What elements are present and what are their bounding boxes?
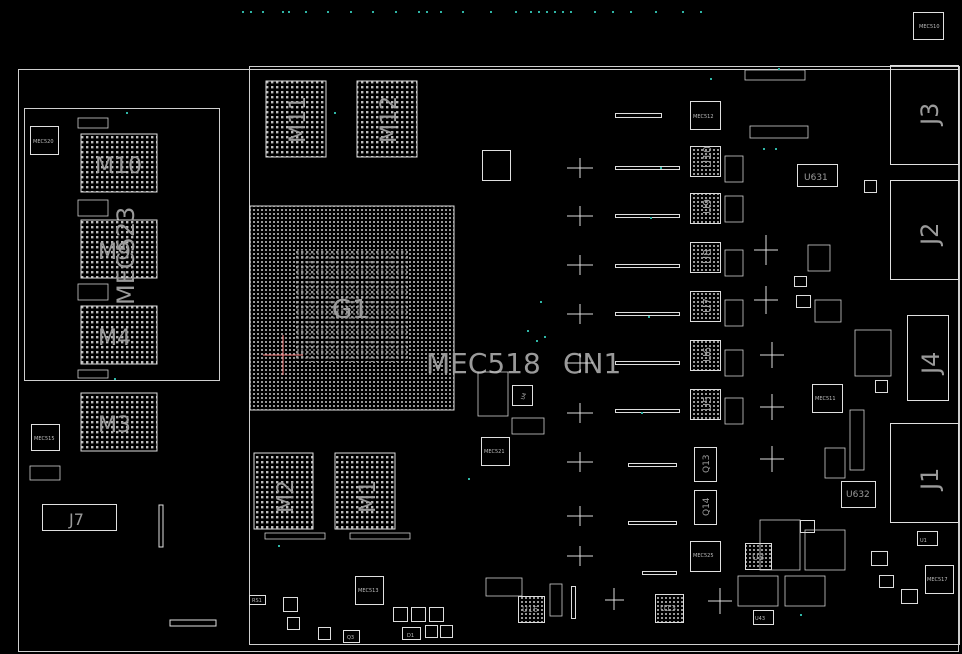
d1-label: D1 (407, 633, 414, 639)
connector-j4: J4 (907, 315, 949, 401)
connector-j1: J1 (890, 423, 959, 523)
m12-label: M12 (377, 96, 402, 143)
memory-module-m10: M10 (80, 133, 158, 193)
q13-label: Q13 (702, 454, 712, 473)
q14-part (694, 490, 717, 525)
j4-label: J4 (917, 352, 945, 376)
u1-chip (917, 531, 938, 546)
q13-part (694, 447, 717, 482)
decoupling-column (567, 158, 784, 614)
u43-label: U43 (755, 616, 765, 622)
q3-label: Q3 (347, 635, 354, 641)
passive-components (29, 69, 892, 617)
memory-module-m12: M12 (356, 80, 418, 158)
connector-j7 (42, 504, 117, 531)
u1-label: U1 (920, 538, 927, 544)
u16-label: U16 (522, 605, 538, 614)
q14-label: Q14 (702, 497, 712, 516)
u631-chip (797, 164, 838, 187)
m9-label: M9 (98, 240, 131, 265)
q3-part (343, 630, 360, 643)
m10-label: M10 (95, 154, 142, 179)
u4-chip (512, 385, 533, 406)
mec525-chip (690, 541, 721, 572)
top-via-row (242, 11, 702, 13)
mec525-label: MEC525 (693, 553, 714, 559)
u7-label: U7 (701, 298, 714, 313)
u6-label: U6 (701, 347, 714, 362)
mec517-label: MEC517 (927, 577, 948, 583)
u43-chip (753, 610, 774, 625)
u16-chip (518, 596, 545, 623)
chip-g1: G1 (249, 205, 455, 411)
vias (114, 68, 802, 616)
mec517-chip (925, 565, 954, 594)
bottom-square-parts (283, 180, 918, 640)
memory-module-m11: M11 (265, 80, 327, 158)
j1-label: J1 (916, 468, 944, 492)
memory-module-m2: M2 (253, 452, 314, 530)
board-outline (18, 69, 959, 652)
u632-label: U632 (846, 490, 870, 500)
mec513-label: MEC513 (358, 588, 379, 594)
j7-label: J7 (68, 510, 84, 529)
j2-label: J2 (916, 223, 944, 247)
m3-label: M3 (98, 413, 131, 438)
m11-label: M11 (286, 96, 311, 143)
mec510-chip (913, 12, 944, 40)
u13-label: U13 (660, 604, 676, 613)
connector-j3: J3 (890, 65, 959, 165)
g1-label: G1 (332, 295, 369, 325)
bottom-left-header (169, 619, 217, 627)
u632-chip (841, 481, 876, 508)
mec511-chip (812, 384, 843, 413)
mec523-region (24, 108, 220, 381)
mec521-label: MEC521 (484, 449, 505, 455)
u9-label: U9 (701, 199, 714, 214)
u631-label: U631 (804, 173, 828, 183)
mec515-chip (31, 424, 60, 451)
mec516-chip (482, 150, 511, 181)
mec520-label: MEC520 (33, 139, 54, 145)
m1-label: M1 (356, 480, 381, 513)
memory-module-m4: M4 (80, 305, 158, 365)
u-chip-column: MEC512 U10 U9 U8 U7 U6 U5 (690, 101, 721, 420)
m4-label: M4 (98, 326, 131, 351)
rs1-part (249, 595, 266, 605)
u8-label: U8 (701, 249, 714, 264)
j3-label: J3 (916, 103, 944, 127)
mec520-chip (30, 126, 59, 155)
mec523-label: MEC523 (112, 207, 140, 305)
memory-module-m9: M9 (80, 219, 158, 279)
mec513-chip (355, 576, 384, 605)
mec511-label: MEC511 (815, 396, 836, 402)
u13-chip (655, 594, 684, 623)
memory-module-m3: M3 (80, 392, 158, 452)
mec510-label: MEC510 (919, 24, 940, 30)
u5-label: U5 (701, 396, 714, 411)
u3-label: U3 (752, 553, 764, 563)
u3-chip (745, 543, 772, 570)
mec515-label: MEC515 (34, 436, 55, 442)
d1-part (402, 627, 421, 640)
u4-label: U4 (520, 392, 528, 400)
u10-label: U10 (701, 146, 714, 168)
connector-j2: J2 (890, 180, 959, 280)
mec518-label: MEC518 (426, 347, 541, 380)
mec512-label: MEC512 (693, 114, 714, 120)
resistor-strips (571, 113, 680, 619)
left-side-header (158, 504, 164, 548)
rs1-label: RS1 (252, 598, 262, 604)
m2-label: M2 (274, 480, 299, 513)
mec521-chip (481, 437, 510, 466)
memory-module-m1: M1 (334, 452, 396, 530)
